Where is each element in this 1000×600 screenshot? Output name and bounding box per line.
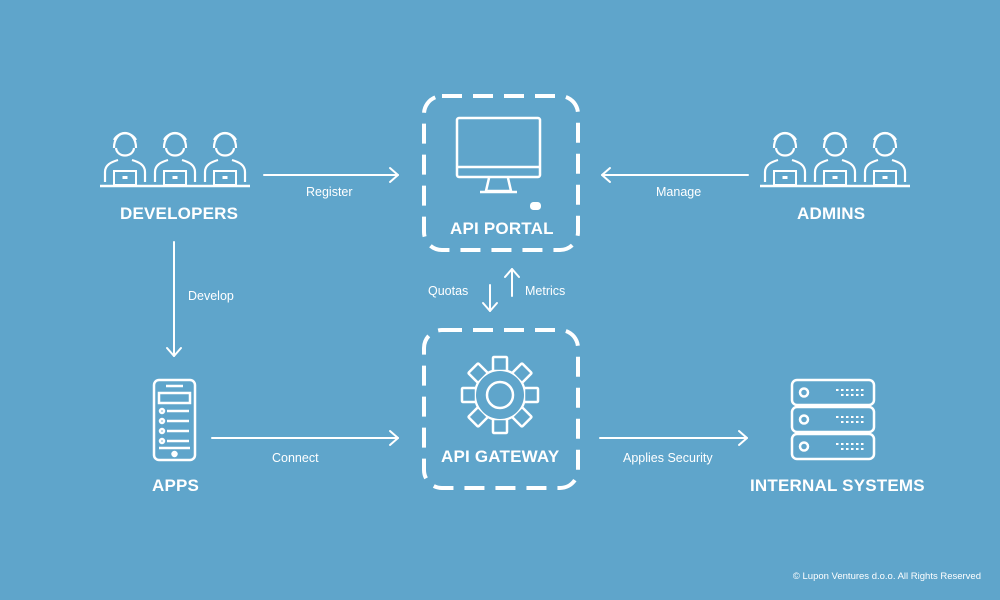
develop-arrow <box>166 241 182 357</box>
apps-label: APPS <box>152 476 200 495</box>
api-portal-box <box>422 94 580 252</box>
copyright-notice: © Lupon Ventures d.o.o. All Rights Reser… <box>792 571 981 582</box>
metrics-label: Metrics <box>525 284 566 298</box>
connect-label: Connect <box>272 451 319 465</box>
quotas-arrow <box>482 284 498 312</box>
applies-security-arrow <box>599 430 748 446</box>
applies-security-label: Applies Security <box>623 451 713 465</box>
desktop-monitor-icon <box>455 116 542 210</box>
api-gateway-label: API GATEWAY <box>441 447 560 466</box>
register-label: Register <box>306 185 353 199</box>
connect-arrow <box>211 430 399 446</box>
quotas-label: Quotas <box>428 284 469 298</box>
server-rack-icon <box>790 378 876 461</box>
register-arrow <box>263 167 399 183</box>
develop-label: Develop <box>188 289 234 303</box>
developers-group-icon <box>100 131 250 188</box>
internal-systems-label: INTERNAL SYSTEMS <box>750 476 925 495</box>
manage-arrow <box>601 167 749 183</box>
gear-icon <box>460 355 540 435</box>
admins-group-icon <box>760 131 910 188</box>
api-portal-label: API PORTAL <box>450 219 554 238</box>
metrics-arrow <box>504 268 520 297</box>
developers-label: DEVELOPERS <box>120 204 239 223</box>
manage-label: Manage <box>656 185 702 199</box>
admins-label: ADMINS <box>797 204 866 223</box>
api-gateway-box <box>422 328 580 490</box>
smartphone-icon <box>152 378 197 462</box>
